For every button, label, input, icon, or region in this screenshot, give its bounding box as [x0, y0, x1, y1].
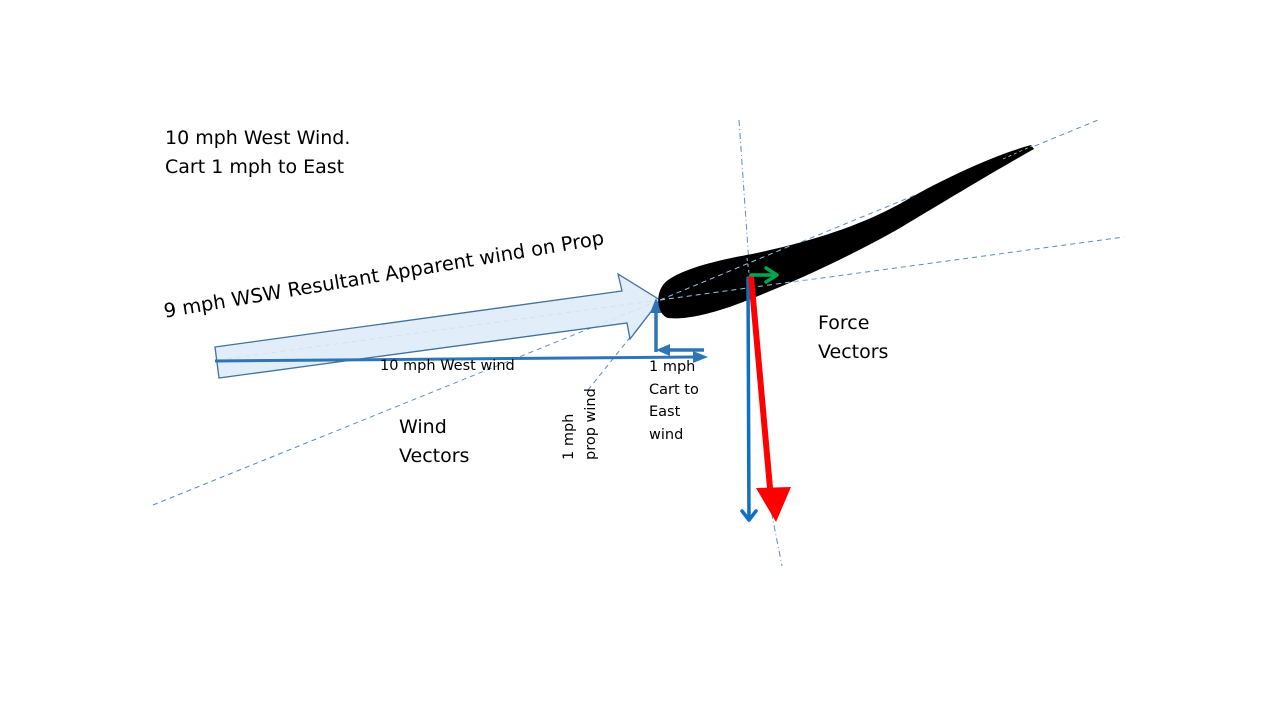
prop-wind-label-line: 1 mph	[561, 413, 577, 460]
cart-wind-label-line: East	[649, 404, 681, 420]
cart-wind-vector	[656, 344, 704, 356]
vertical-guide-line	[738, 119, 751, 279]
prop-wind-label: 1 mph prop wind	[558, 388, 602, 460]
cart-wind-label: 1 mph Cart to East wind	[649, 356, 699, 446]
west-wind-label: 10 mph West wind	[380, 358, 515, 374]
wind-vectors-label: Wind Vectors	[399, 413, 469, 471]
force-vectors-label: Force Vectors	[818, 309, 888, 367]
scenario-title-line: 10 mph West Wind.	[165, 127, 351, 149]
lift-axis-guide-line	[768, 499, 783, 567]
chord-guide-line	[659, 236, 1125, 301]
prop-wind-vector	[650, 298, 662, 352]
perpendicular-guide-lines	[738, 119, 783, 567]
resultant-apparent-wind-arrow	[214, 272, 661, 379]
cart-wind-label-line: 1 mph	[649, 359, 696, 375]
prop-wind-label-line: prop wind	[583, 388, 599, 460]
cart-wind-label-line: Cart to	[649, 381, 699, 398]
prop-wind-guide-line	[587, 299, 661, 391]
apparent-wind-guide-line	[152, 299, 661, 506]
blade-upper-guide-line	[659, 119, 1099, 301]
thrust-force-arrow	[749, 266, 779, 284]
scenario-title-line: Cart 1 mph to East	[165, 156, 345, 178]
wind-vectors-label-line: Wind	[399, 416, 447, 438]
force-vectors-label-line: Vectors	[818, 341, 889, 363]
west-wind-vector	[214, 351, 708, 363]
blade-tip-guide	[1002, 145, 1033, 160]
scenario-title: 10 mph West Wind. Cart 1 mph to East	[165, 124, 350, 182]
cart-wind-label-line: wind	[649, 426, 684, 443]
vertical-force-arrow	[740, 276, 758, 522]
lift-force-arrow	[748, 275, 791, 522]
wind-vectors-label-line: Vectors	[399, 445, 470, 467]
force-vectors-label-line: Force	[818, 312, 870, 334]
